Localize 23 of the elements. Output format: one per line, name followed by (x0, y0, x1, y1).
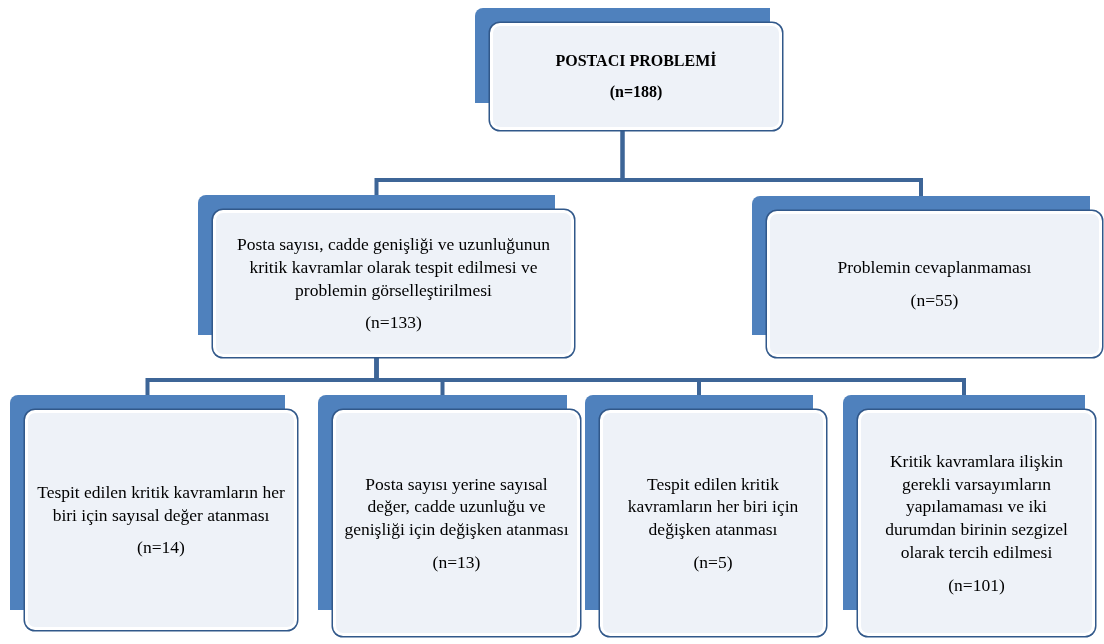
count-label: (n=55) (910, 289, 959, 312)
box-text: POSTACI PROBLEMİ (555, 50, 717, 71)
box-text: Kritik kavramlara ilişkin gerekli varsayımların yapılamaması ve iki durumdan birinin sezgizel olarak tercih edilmesi (884, 449, 1069, 564)
card-stack (585, 395, 826, 636)
card-stack (475, 8, 782, 130)
box-text: Posta sayısı yerine sayısal değer, cadde uzunluğu ve genişliği için değişken atanması (344, 472, 569, 541)
count-label: (n=13) (432, 550, 481, 574)
connector-line (374, 357, 966, 395)
card-stack (843, 395, 1095, 636)
card-stack (752, 196, 1102, 357)
box-text: Tespit edilen kritik kavramların her biri için değişken atanması (626, 472, 800, 541)
box-text: Problemin cevaplanmaması (837, 256, 1032, 279)
box-text: Tespit edilen kritik kavramların her biri için sayısal değer atanması (36, 480, 286, 527)
connector-line (620, 130, 923, 196)
count-label: (n=101) (948, 573, 1005, 597)
card-stack (10, 395, 297, 630)
card-stack (318, 395, 580, 636)
box-text: Posta sayısı, cadde genişliği ve uzunluğunun kritik kavramlar olarak tespit edilmesi ve problemin görselleştirilmesi (236, 233, 551, 302)
card-stack (198, 195, 574, 357)
count-label: (n=188) (609, 81, 663, 103)
count-label: (n=5) (693, 550, 733, 574)
count-label: (n=133) (365, 311, 422, 334)
count-label: (n=14) (137, 536, 185, 560)
